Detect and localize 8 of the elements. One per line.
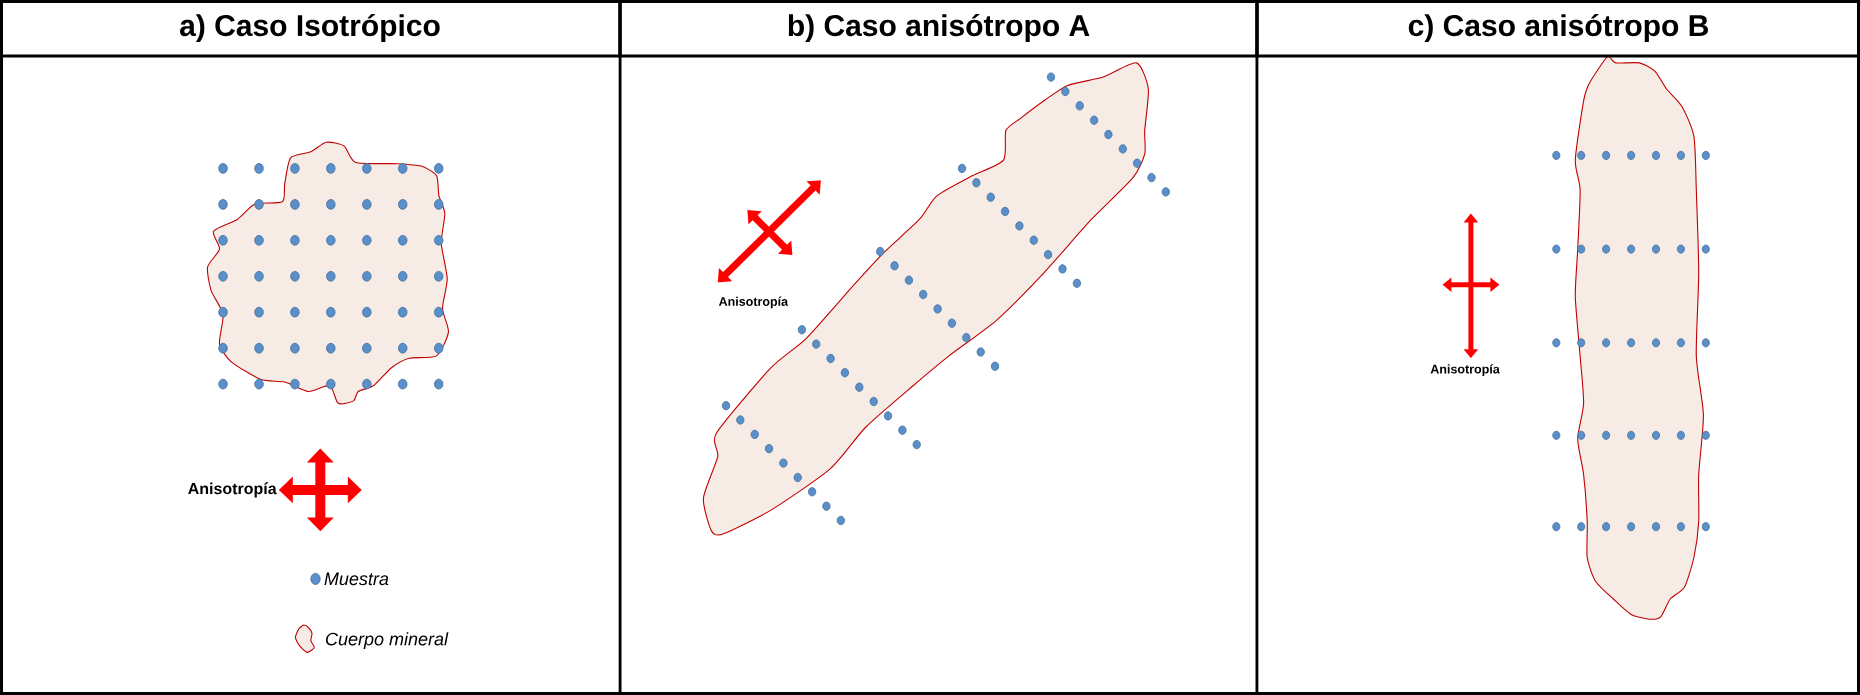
header-cell: b) Caso anisótropo A [618,0,1259,58]
axis-label: Anisotropía [718,296,789,309]
header-cell: a) Caso Isotrópico [0,0,622,58]
legend-label: Muestra [324,572,389,586]
axis-label: Anisotropía [1430,364,1500,376]
axis-label: Anisotropía [188,482,277,498]
header-cell: c) Caso anisótropo B [1255,0,1860,58]
legend-label: Cuerpo mineral [326,632,449,649]
